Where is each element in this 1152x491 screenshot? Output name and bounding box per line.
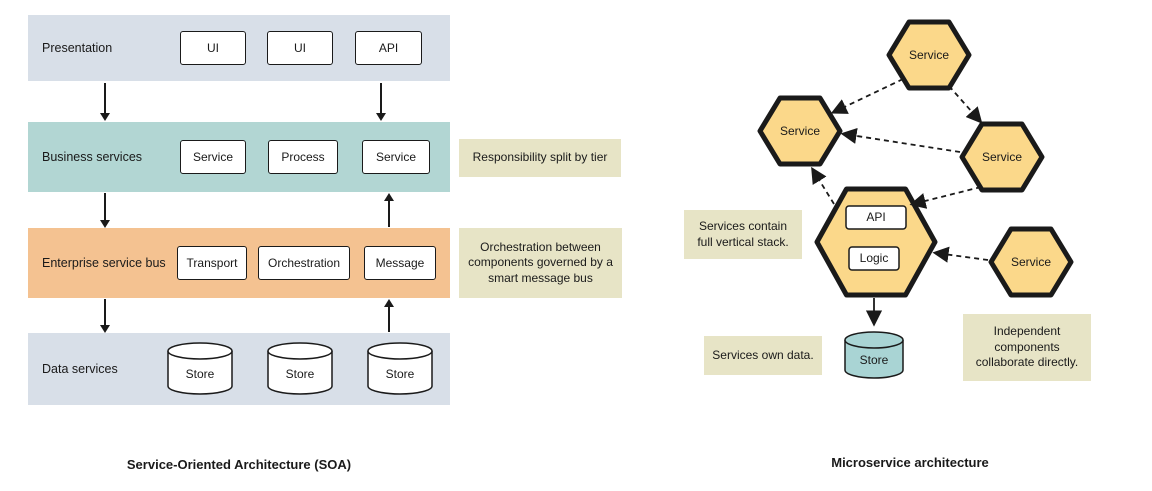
soa-caption: Service-Oriented Architecture (SOA) xyxy=(126,457,352,472)
store-label: Store xyxy=(860,353,889,367)
hex-label-lower-right: Service xyxy=(1011,255,1051,269)
store-cylinder-3: Store xyxy=(367,342,433,395)
tier-presentation-label: Presentation xyxy=(42,41,113,55)
dashed-connector-center-to-left xyxy=(811,166,835,205)
tier-data-services: Data services Store Store Store xyxy=(28,333,450,405)
micro-caption: Microservice architecture xyxy=(831,455,989,470)
api-label: API xyxy=(866,210,885,224)
tier-business-services: Business services Service Process Servic… xyxy=(28,122,450,192)
arrow-up-icon xyxy=(388,201,390,227)
arrow-down-icon xyxy=(104,299,106,325)
hexagon-service-left xyxy=(757,95,843,167)
arrow-down-icon xyxy=(104,83,106,113)
note-vertical-stack: Services contain full vertical stack. xyxy=(684,210,802,259)
tier-esb-label: Enterprise service bus xyxy=(42,256,166,270)
component-box-api: API xyxy=(355,31,422,65)
tier-business-label: Business services xyxy=(42,150,143,164)
hex-label-right: Service xyxy=(982,150,1022,164)
note-collaborate: Independent components collaborate direc… xyxy=(963,314,1091,381)
component-box-service-2: Service xyxy=(362,140,430,174)
store-cylinder-top xyxy=(844,331,904,349)
hexagon-service-lower-right xyxy=(988,226,1074,298)
component-box-transport: Transport xyxy=(177,246,247,280)
tier-data-label: Data services xyxy=(42,362,118,376)
arrow-down-icon xyxy=(104,193,106,220)
dashed-connector-right-to-left xyxy=(840,127,961,153)
component-box-orchestration: Orchestration xyxy=(258,246,350,280)
logic-box xyxy=(848,246,900,271)
store-cylinder xyxy=(844,340,904,379)
tier-enterprise-service-bus: Enterprise service bus Transport Orchest… xyxy=(28,228,450,298)
hexagon-service-right xyxy=(959,121,1045,193)
dashed-connector-top-to-left xyxy=(830,78,904,114)
hex-label-top: Service xyxy=(909,48,949,62)
component-box-message: Message xyxy=(364,246,436,280)
component-box-service-1: Service xyxy=(180,140,246,174)
note-own-data: Services own data. xyxy=(704,336,822,375)
tier-presentation: Presentation UI UI API xyxy=(28,15,450,81)
soa-section: Presentation UI UI API Business services… xyxy=(0,0,650,491)
hexagon-service-center xyxy=(814,186,938,298)
store-label: Store xyxy=(286,367,315,381)
api-box xyxy=(845,205,907,230)
arrow-down-icon xyxy=(380,83,382,113)
store-label: Store xyxy=(386,367,415,381)
dashed-connector-right-to-center xyxy=(909,186,982,209)
component-box-process: Process xyxy=(268,140,338,174)
store-cylinder-1: Store xyxy=(167,342,233,395)
dashed-connector-top-to-right xyxy=(948,85,983,124)
microservice-graph: Service Service Service Service API Logi… xyxy=(757,19,1074,379)
store-cylinder-2: Store xyxy=(267,342,333,395)
component-box-ui-1: UI xyxy=(180,31,246,65)
note-orchestration: Orchestration between components governe… xyxy=(459,228,622,298)
logic-label: Logic xyxy=(860,251,889,265)
hex-label-left: Service xyxy=(780,124,820,138)
store-label: Store xyxy=(186,367,215,381)
microservice-section: Service Service Service Service API Logi… xyxy=(650,0,1152,491)
arrow-up-icon xyxy=(388,307,390,332)
dashed-connector-lowerright-to-center xyxy=(932,246,989,263)
hexagon-service-top xyxy=(886,19,972,91)
component-box-ui-2: UI xyxy=(267,31,333,65)
note-responsibility: Responsibility split by tier xyxy=(459,139,621,177)
